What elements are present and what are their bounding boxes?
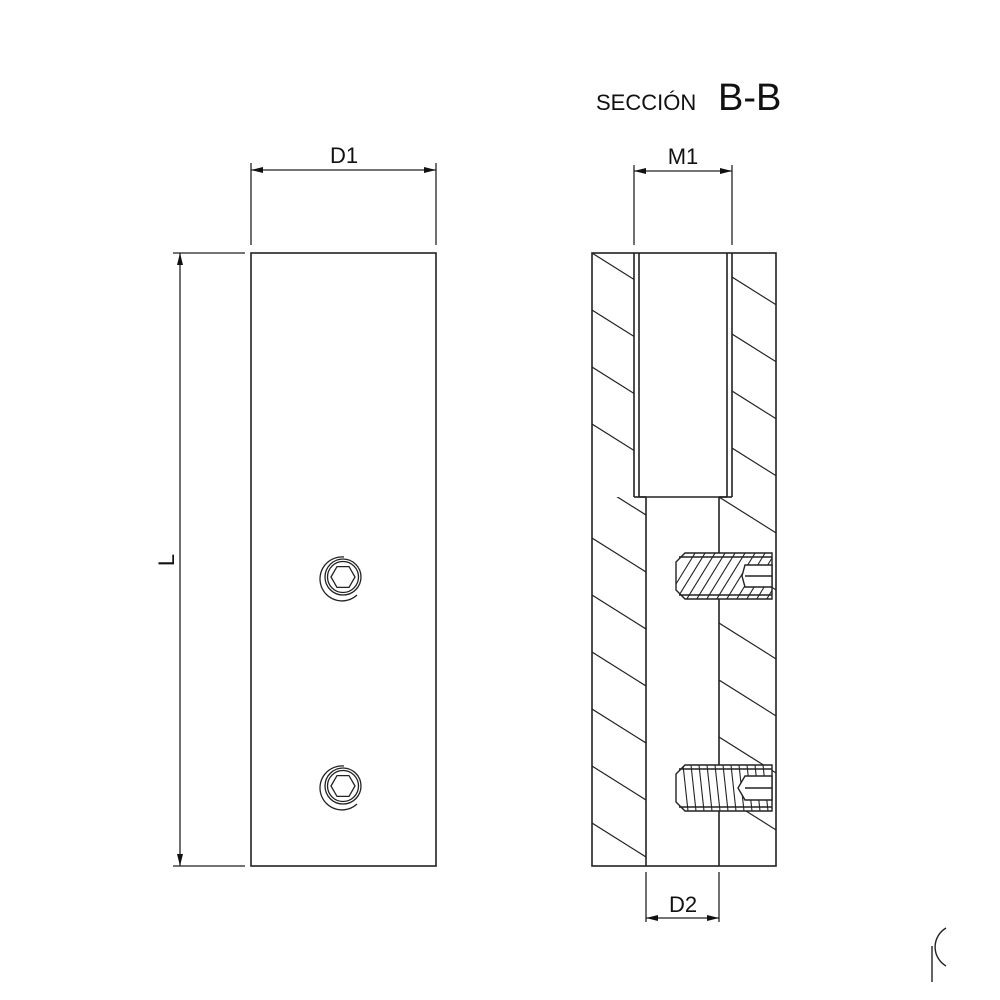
hex-socket-icon — [319, 556, 362, 602]
set-screw-threaded — [675, 764, 773, 812]
dimension-d1 — [250, 163, 437, 245]
dimension-l-label: L — [154, 554, 179, 566]
section-outline — [591, 252, 777, 867]
section-view-b-b: M1 D2 — [591, 144, 777, 922]
dimension-m1 — [633, 165, 733, 245]
corner-mark-icon — [931, 927, 947, 982]
section-title-id: B-B — [718, 77, 781, 119]
section-title-prefix: SECCIÓN — [596, 90, 696, 115]
dimension-m1-label: M1 — [668, 144, 699, 169]
section-title: SECCIÓN B-B — [596, 77, 781, 119]
set-screw-sectioned — [675, 552, 773, 600]
dimension-d1-label: D1 — [330, 143, 358, 168]
exterior-view: D1 L — [154, 143, 437, 867]
dimension-d2-label: D2 — [669, 892, 697, 917]
threaded-bore — [633, 253, 733, 498]
section-hatch — [592, 253, 776, 858]
dimension-d2 — [645, 872, 720, 922]
dimension-l — [173, 252, 245, 867]
hex-socket-icon — [319, 765, 362, 811]
body-outline — [250, 252, 437, 867]
